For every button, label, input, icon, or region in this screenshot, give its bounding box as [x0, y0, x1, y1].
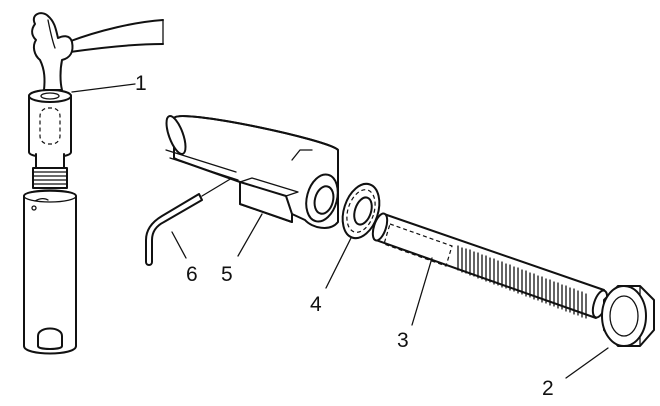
- leader-lines: [71, 83, 609, 379]
- callout-2: 2: [542, 377, 554, 400]
- leader-line-1: [71, 83, 136, 93]
- threaded-rod-icon: [371, 212, 609, 319]
- hex-nut-icon: [601, 285, 655, 347]
- leader-line-4: [325, 237, 352, 289]
- hex-key-icon: [145, 177, 233, 266]
- callout-4: 4: [310, 293, 322, 316]
- leader-line-5: [237, 213, 263, 257]
- sleeve-tool-icon: [165, 115, 339, 229]
- leader-line-3: [411, 257, 433, 326]
- callout-3: 3: [397, 329, 409, 352]
- leader-line-2: [565, 347, 609, 379]
- washer-icon: [341, 182, 381, 240]
- callout-5: 5: [221, 263, 233, 286]
- leader-line-6: [171, 231, 187, 259]
- callout-1: 1: [135, 72, 147, 95]
- callout-6: 6: [186, 263, 198, 286]
- hammer-icon: [31, 12, 164, 91]
- drift-tool-icon: [23, 89, 77, 355]
